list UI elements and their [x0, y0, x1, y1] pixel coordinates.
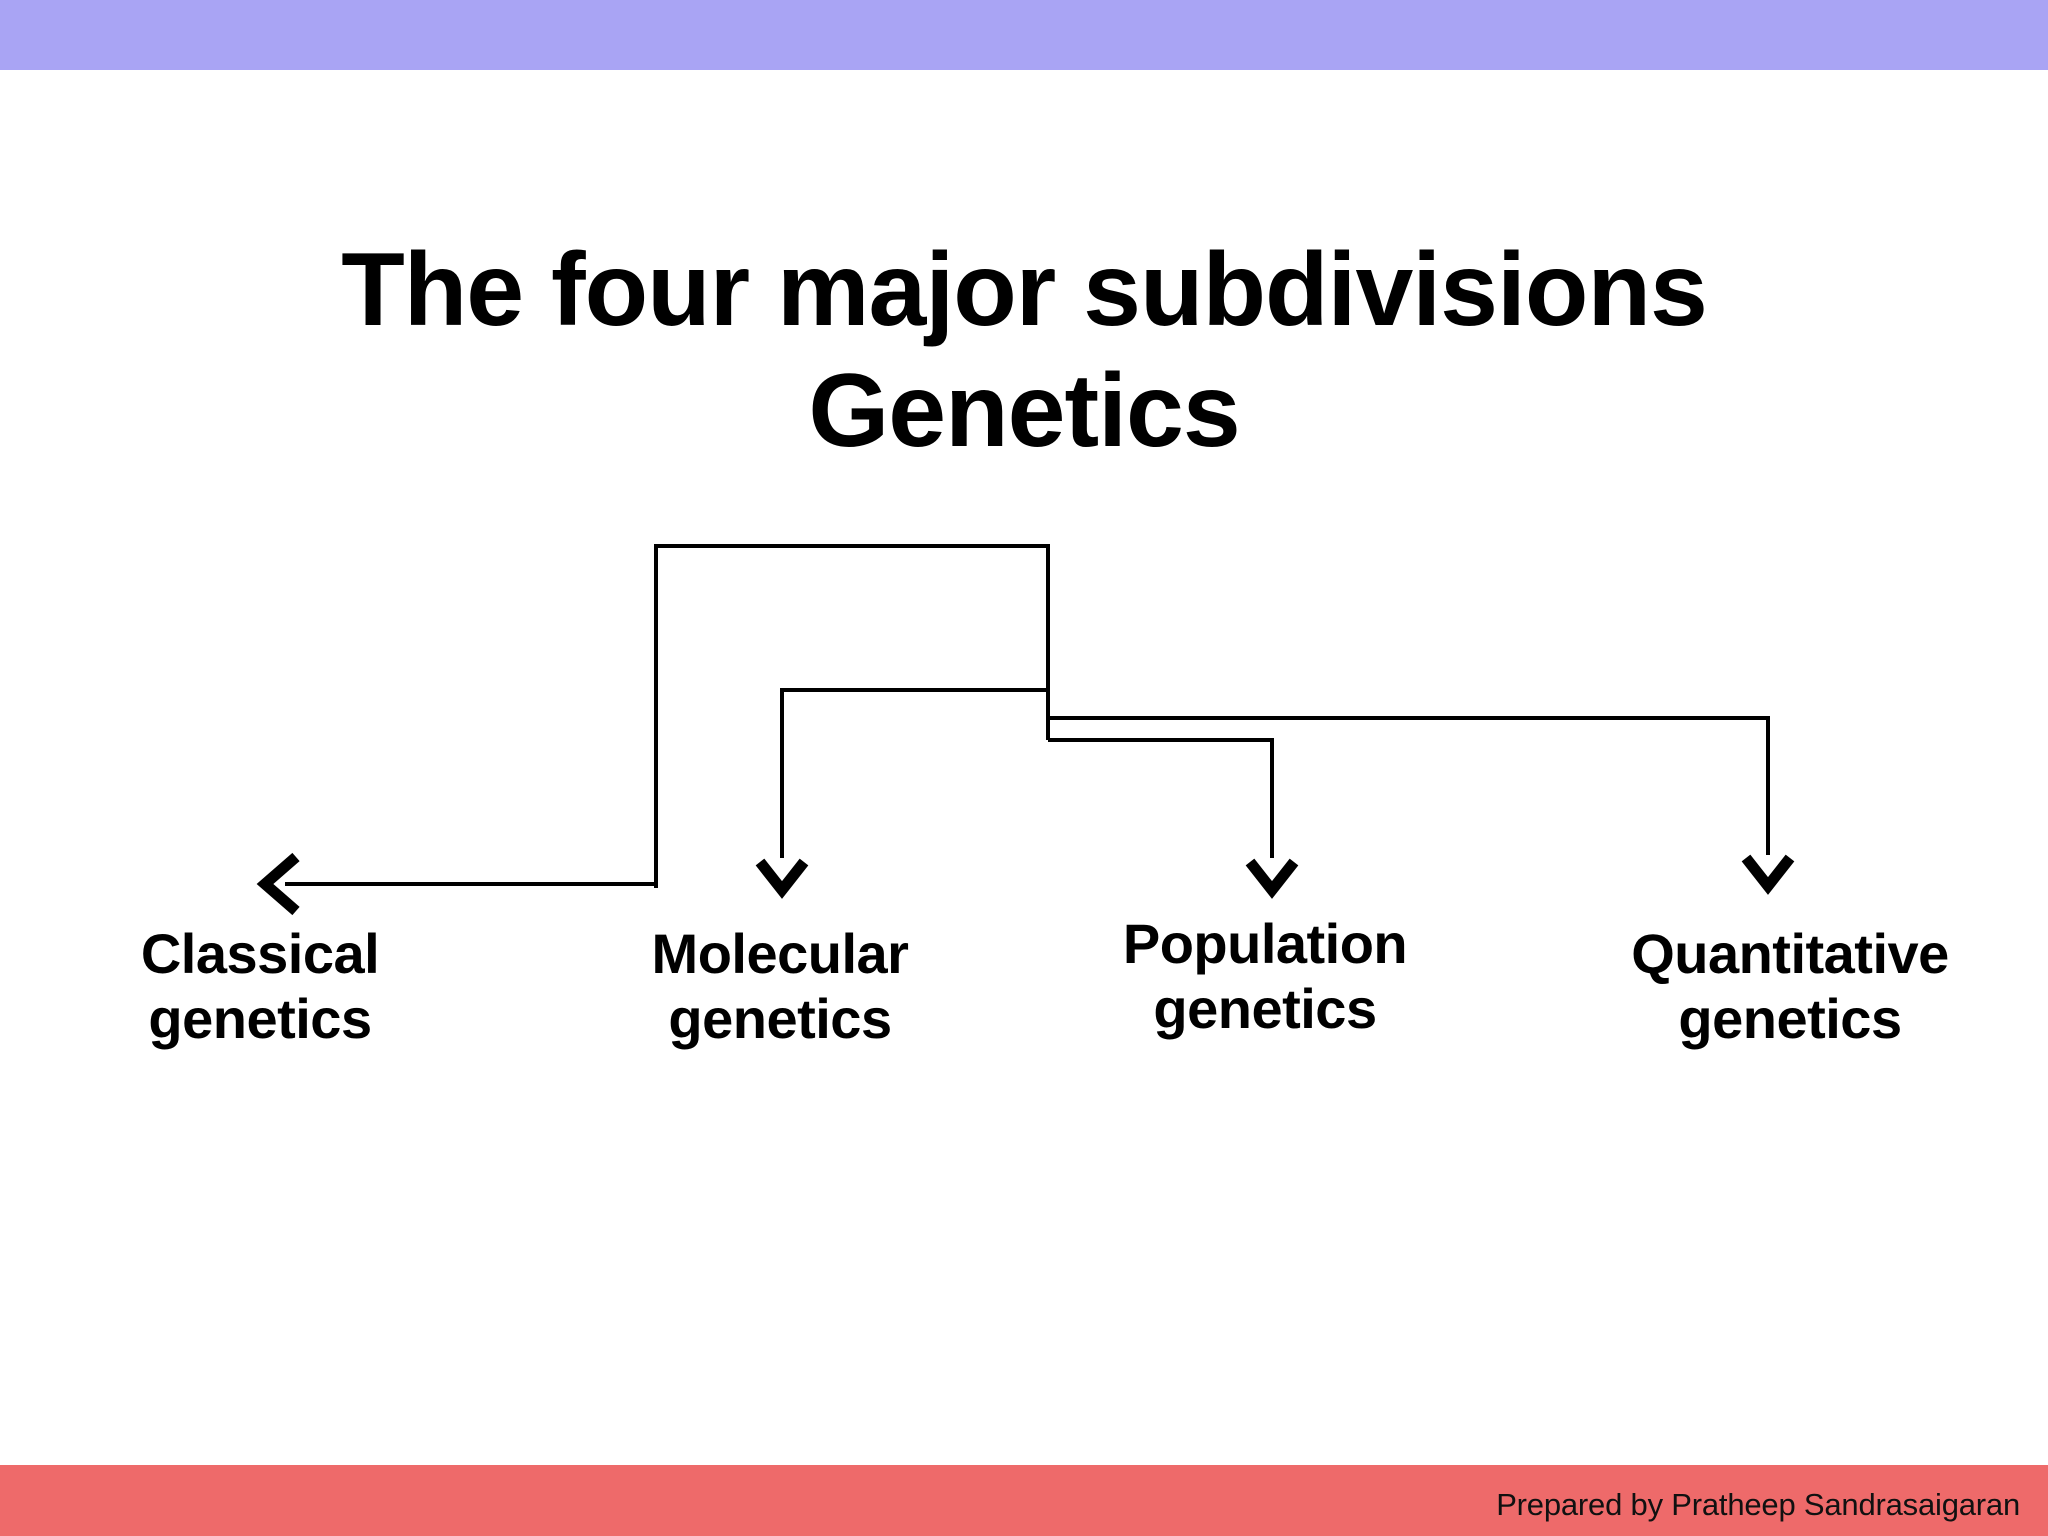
header-accent-bar	[0, 0, 2048, 70]
title-line-1: The four major subdivisions	[341, 232, 1708, 348]
leaf-label-classical-line1: Classical	[140, 922, 380, 985]
arrowhead-population-down-icon	[1245, 858, 1299, 899]
leaf-label-molecular-line2: genetics	[668, 986, 892, 1050]
leaf-label-population: Population genetics	[1045, 912, 1485, 1042]
arrowhead-classical-left-icon	[256, 852, 300, 916]
footer-credit-text: Prepared by Pratheep Sandrasaigaran	[1496, 1487, 2020, 1522]
leaf-label-molecular-line1: Molecular	[651, 922, 909, 985]
leaf-label-molecular: Molecular genetics	[560, 922, 1000, 1052]
leaf-label-quantitative-line2: genetics	[1678, 986, 1902, 1050]
title-line-2: Genetics	[808, 352, 1240, 469]
arrowhead-molecular-down-icon	[755, 858, 809, 899]
connector-molecular-arm	[780, 688, 1048, 858]
leaf-label-quantitative: Quantitative genetics	[1560, 922, 2020, 1052]
connector-main-trunk	[654, 544, 1050, 888]
connector-population-arm	[1048, 738, 1274, 858]
arrowhead-quantitative-down-icon	[1741, 854, 1795, 895]
leaf-label-population-line2: genetics	[1153, 976, 1377, 1040]
leaf-label-classical-line2: genetics	[148, 986, 372, 1050]
connector-quantitative-arm	[1048, 716, 1770, 855]
leaf-label-population-line1: Population	[1122, 912, 1408, 975]
page-title: The four major subdivisions Genetics	[0, 230, 2048, 471]
footer-accent-bar	[0, 1465, 2048, 1536]
leaf-label-classical: Classical genetics	[40, 922, 480, 1052]
leaf-label-quantitative-line1: Quantitative	[1631, 922, 1949, 985]
